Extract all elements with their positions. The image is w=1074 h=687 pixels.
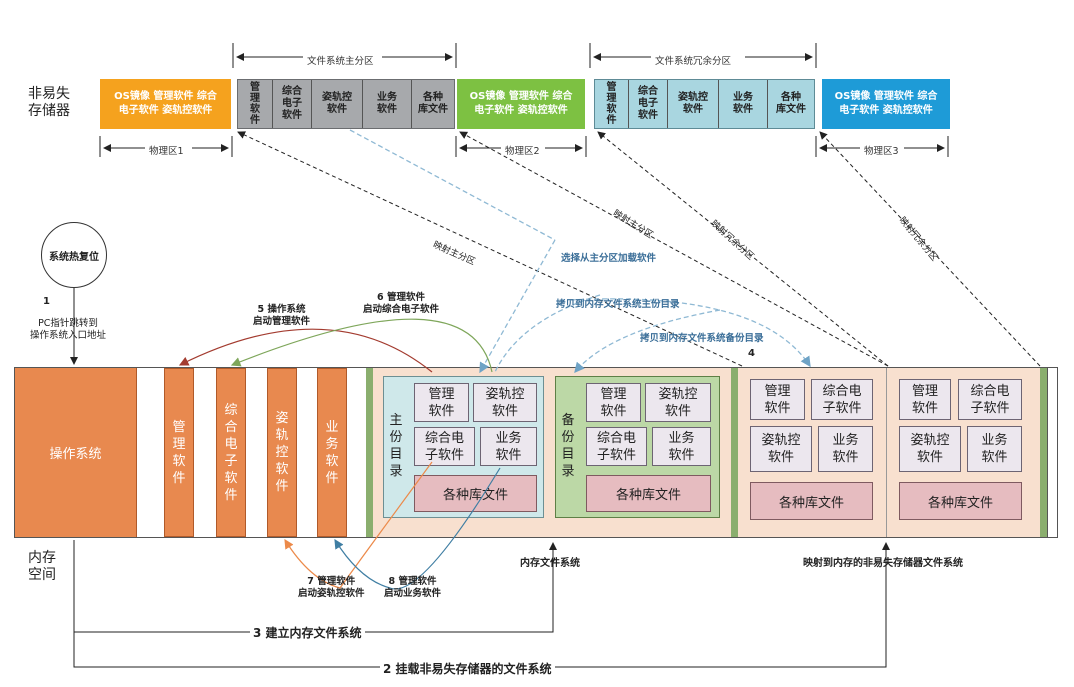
memory-fs-label: 内存文件系统 <box>520 558 580 569</box>
map-redundant-label-b: 映射冗余分区 <box>896 215 940 264</box>
backup-biz-box: 业务 软件 <box>652 427 711 466</box>
mapped2-lib-box: 各种库文件 <box>899 482 1022 520</box>
mem-slot-mgmt: 管 理 软 件 <box>164 368 194 537</box>
step1-number: 1 <box>43 296 50 307</box>
physical-area-1-block: OS镜像 管理软件 综合 电子软件 姿轨控软件 <box>100 79 231 129</box>
segment-lib: 各种 库文件 <box>776 92 806 115</box>
backup-ie-box: 综合电 子软件 <box>586 427 647 466</box>
physical-area-1-label: 物理区1 <box>147 143 186 157</box>
redundant-partition-segments: 管 理 软 件 综合 电子 软件 姿轨控 软件 业务 软件 各种 库文件 <box>594 79 815 129</box>
step1-text: PC指针跳转到 操作系统入口地址 <box>30 318 107 341</box>
mapped-fs-divider <box>886 368 887 537</box>
mapped-fs-white-edge <box>1047 368 1057 537</box>
step6-label: 6 管理软件 启动综合电子软件 <box>363 292 440 315</box>
step4-number: 4 <box>748 348 755 359</box>
map-primary-label-a: 映射主分区 <box>431 240 477 268</box>
step2-path <box>73 542 890 668</box>
segment-ie: 综合 电子 软件 <box>629 80 668 128</box>
mapped-nvfs-label: 映射到内存的非易失存储器文件系统 <box>803 558 963 569</box>
memory-space-label: 内存 空间 <box>28 550 56 583</box>
nonvolatile-storage-label: 非易失 存储器 <box>28 86 70 119</box>
mapped2-adcs-box: 姿轨控 软件 <box>899 426 961 472</box>
segment-lib: 各种 库文件 <box>418 92 448 115</box>
system-hot-reset-node: 系统热复位 <box>41 222 107 288</box>
step5-label: 5 操作系统 启动管理软件 <box>253 304 311 327</box>
segment-biz: 业务 软件 <box>719 80 768 128</box>
step3-label: 3 建立内存文件系统 <box>250 624 365 641</box>
mapped1-lib-box: 各种库文件 <box>750 482 873 520</box>
segment-ie: 综合 电子 软件 <box>273 80 312 128</box>
mapped2-biz-box: 业务 软件 <box>967 426 1022 472</box>
copy-primary-label: 拷贝到内存文件系统主份目录 <box>556 299 680 310</box>
primary-mgmt-box: 管理 软件 <box>414 383 469 422</box>
primary-directory-label: 主 份 目 录 <box>389 413 403 479</box>
primary-biz-box: 业务 软件 <box>480 427 537 466</box>
redundant-partition-label: 文件系统冗余分区 <box>653 53 734 67</box>
step2-label: 2 挂载非易失存储器的文件系统 <box>380 660 555 677</box>
physical-area-2-block: OS镜像 管理软件 综合 电子软件 姿轨控软件 <box>457 79 585 129</box>
backup-mgmt-box: 管理 软件 <box>586 383 641 422</box>
segment-adcs: 姿轨控 软件 <box>668 80 719 128</box>
mapped2-mgmt-box: 管理 软件 <box>899 379 951 420</box>
physical-area-2-label: 物理区2 <box>503 143 542 157</box>
step7-label: 7 管理软件 启动姿轨控软件 <box>298 576 365 599</box>
mapped1-mgmt-box: 管理 软件 <box>750 379 805 420</box>
map-redundant-label-a: 映射冗余分区 <box>708 218 756 263</box>
mem-slot-ie: 综 合 电 子 软 件 <box>216 368 246 537</box>
primary-ie-box: 综合电 子软件 <box>414 427 475 466</box>
segment-adcs: 姿轨控 软件 <box>312 80 363 128</box>
segment-mgmt: 管 理 软 件 <box>595 80 629 128</box>
mapped1-adcs-box: 姿轨控 软件 <box>750 426 812 472</box>
backup-lib-box: 各种库文件 <box>586 475 711 512</box>
segment-biz: 业务 软件 <box>363 80 412 128</box>
primary-partition-segments: 管 理 软 件 综合 电子 软件 姿轨控 软件 业务 软件 各种 库文件 <box>237 79 455 129</box>
primary-adcs-box: 姿轨控 软件 <box>473 383 537 422</box>
segment-mgmt: 管 理 软 件 <box>238 80 273 128</box>
physical-area-3-block: OS镜像 管理软件 综合 电子软件 姿轨控软件 <box>822 79 950 129</box>
mapped1-biz-box: 业务 软件 <box>818 426 873 472</box>
map-primary-label-b: 映射主分区 <box>610 208 655 241</box>
backup-directory-label: 备 份 目 录 <box>561 413 575 479</box>
primary-lib-box: 各种库文件 <box>414 475 537 512</box>
backup-adcs-box: 姿轨控 软件 <box>645 383 711 422</box>
os-block: 操作系统 <box>15 368 137 537</box>
mapped2-ie-box: 综合电 子软件 <box>958 379 1022 420</box>
primary-partition-label: 文件系统主分区 <box>305 53 376 67</box>
mapped1-ie-box: 综合电 子软件 <box>811 379 873 420</box>
step8-label: 8 管理软件 启动业务软件 <box>384 576 442 599</box>
step5-arrow <box>178 328 433 373</box>
select-primary-label: 选择从主分区加载软件 <box>561 253 657 264</box>
mem-slot-biz: 业 务 软 件 <box>317 368 347 537</box>
mem-slot-adcs: 姿 轨 控 软 件 <box>267 368 297 537</box>
copy-backup-label: 拷贝到内存文件系统备份目录 <box>640 333 764 344</box>
physical-area-3-label: 物理区3 <box>862 143 901 157</box>
